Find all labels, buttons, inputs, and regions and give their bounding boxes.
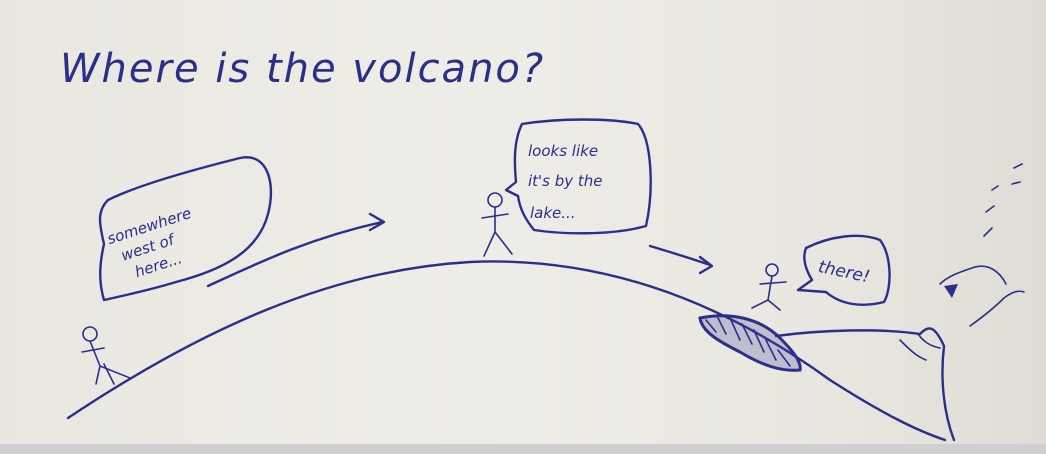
lake-scribble xyxy=(698,314,802,372)
speech-bubble-left: somewhere west of here... xyxy=(98,156,273,302)
arrow-2-head xyxy=(698,255,714,275)
smoke-marks xyxy=(939,163,1025,327)
ground-curve xyxy=(66,260,947,442)
speech-bubble-center: looks like it's by the lake... xyxy=(504,118,652,235)
speech-bubble-right: there! xyxy=(796,234,891,306)
stick-figure-center xyxy=(481,192,513,257)
bubble-center-line-2: it's by the xyxy=(528,172,603,190)
bubble-center-line-1: looks like xyxy=(528,142,598,160)
stick-figure-right xyxy=(751,263,787,311)
arrow-1 xyxy=(206,220,384,288)
arrow-2 xyxy=(648,244,712,267)
bubble-right-text: there! xyxy=(816,257,871,287)
arrow-1-head xyxy=(368,212,386,232)
bottom-edge xyxy=(0,444,1046,454)
sketch-title: Where is the volcano? xyxy=(60,46,545,92)
mountain-volcano xyxy=(774,327,956,442)
stick-figure-left xyxy=(81,326,131,385)
bubble-center-line-3: lake... xyxy=(530,204,576,222)
